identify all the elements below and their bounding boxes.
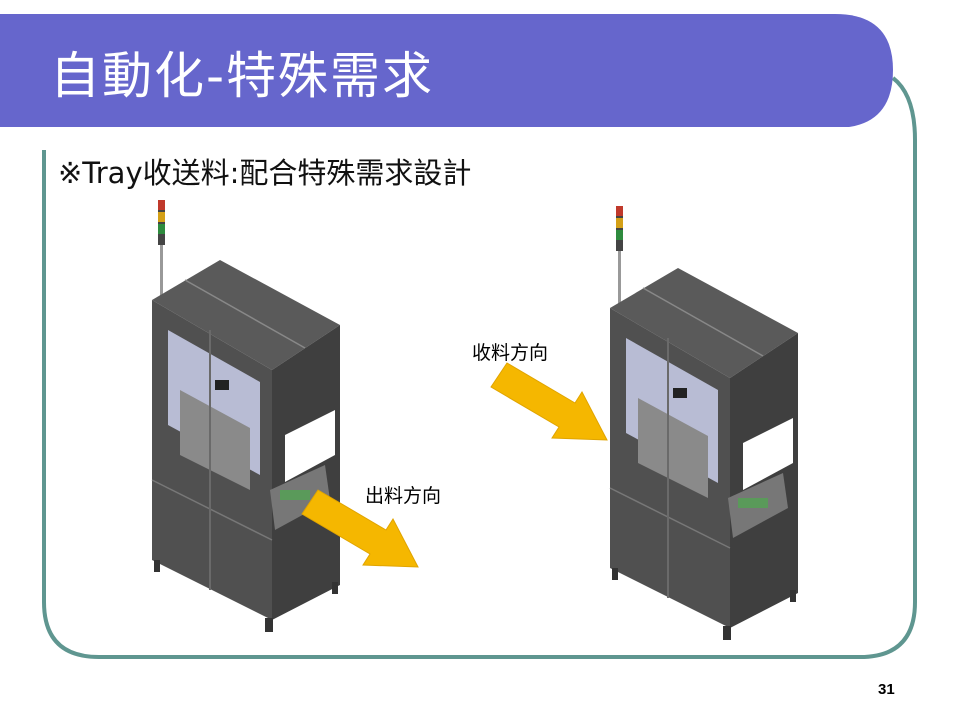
slide-subtitle: ※Tray收送料:配合特殊需求設計	[58, 156, 472, 190]
outfeed-arrow-icon	[301, 489, 419, 568]
page-number: 31	[878, 681, 895, 698]
machine-left-illustration	[151, 200, 340, 632]
header-underline	[0, 127, 850, 131]
outfeed-direction-label: 出料方向	[365, 485, 442, 507]
infeed-arrow-icon	[490, 362, 608, 441]
header-band	[0, 14, 893, 128]
content-border	[42, 76, 917, 659]
machine-right-illustration	[609, 206, 798, 640]
slide-title: 自動化-特殊需求	[50, 47, 435, 105]
infeed-direction-label: 收料方向	[472, 342, 549, 364]
